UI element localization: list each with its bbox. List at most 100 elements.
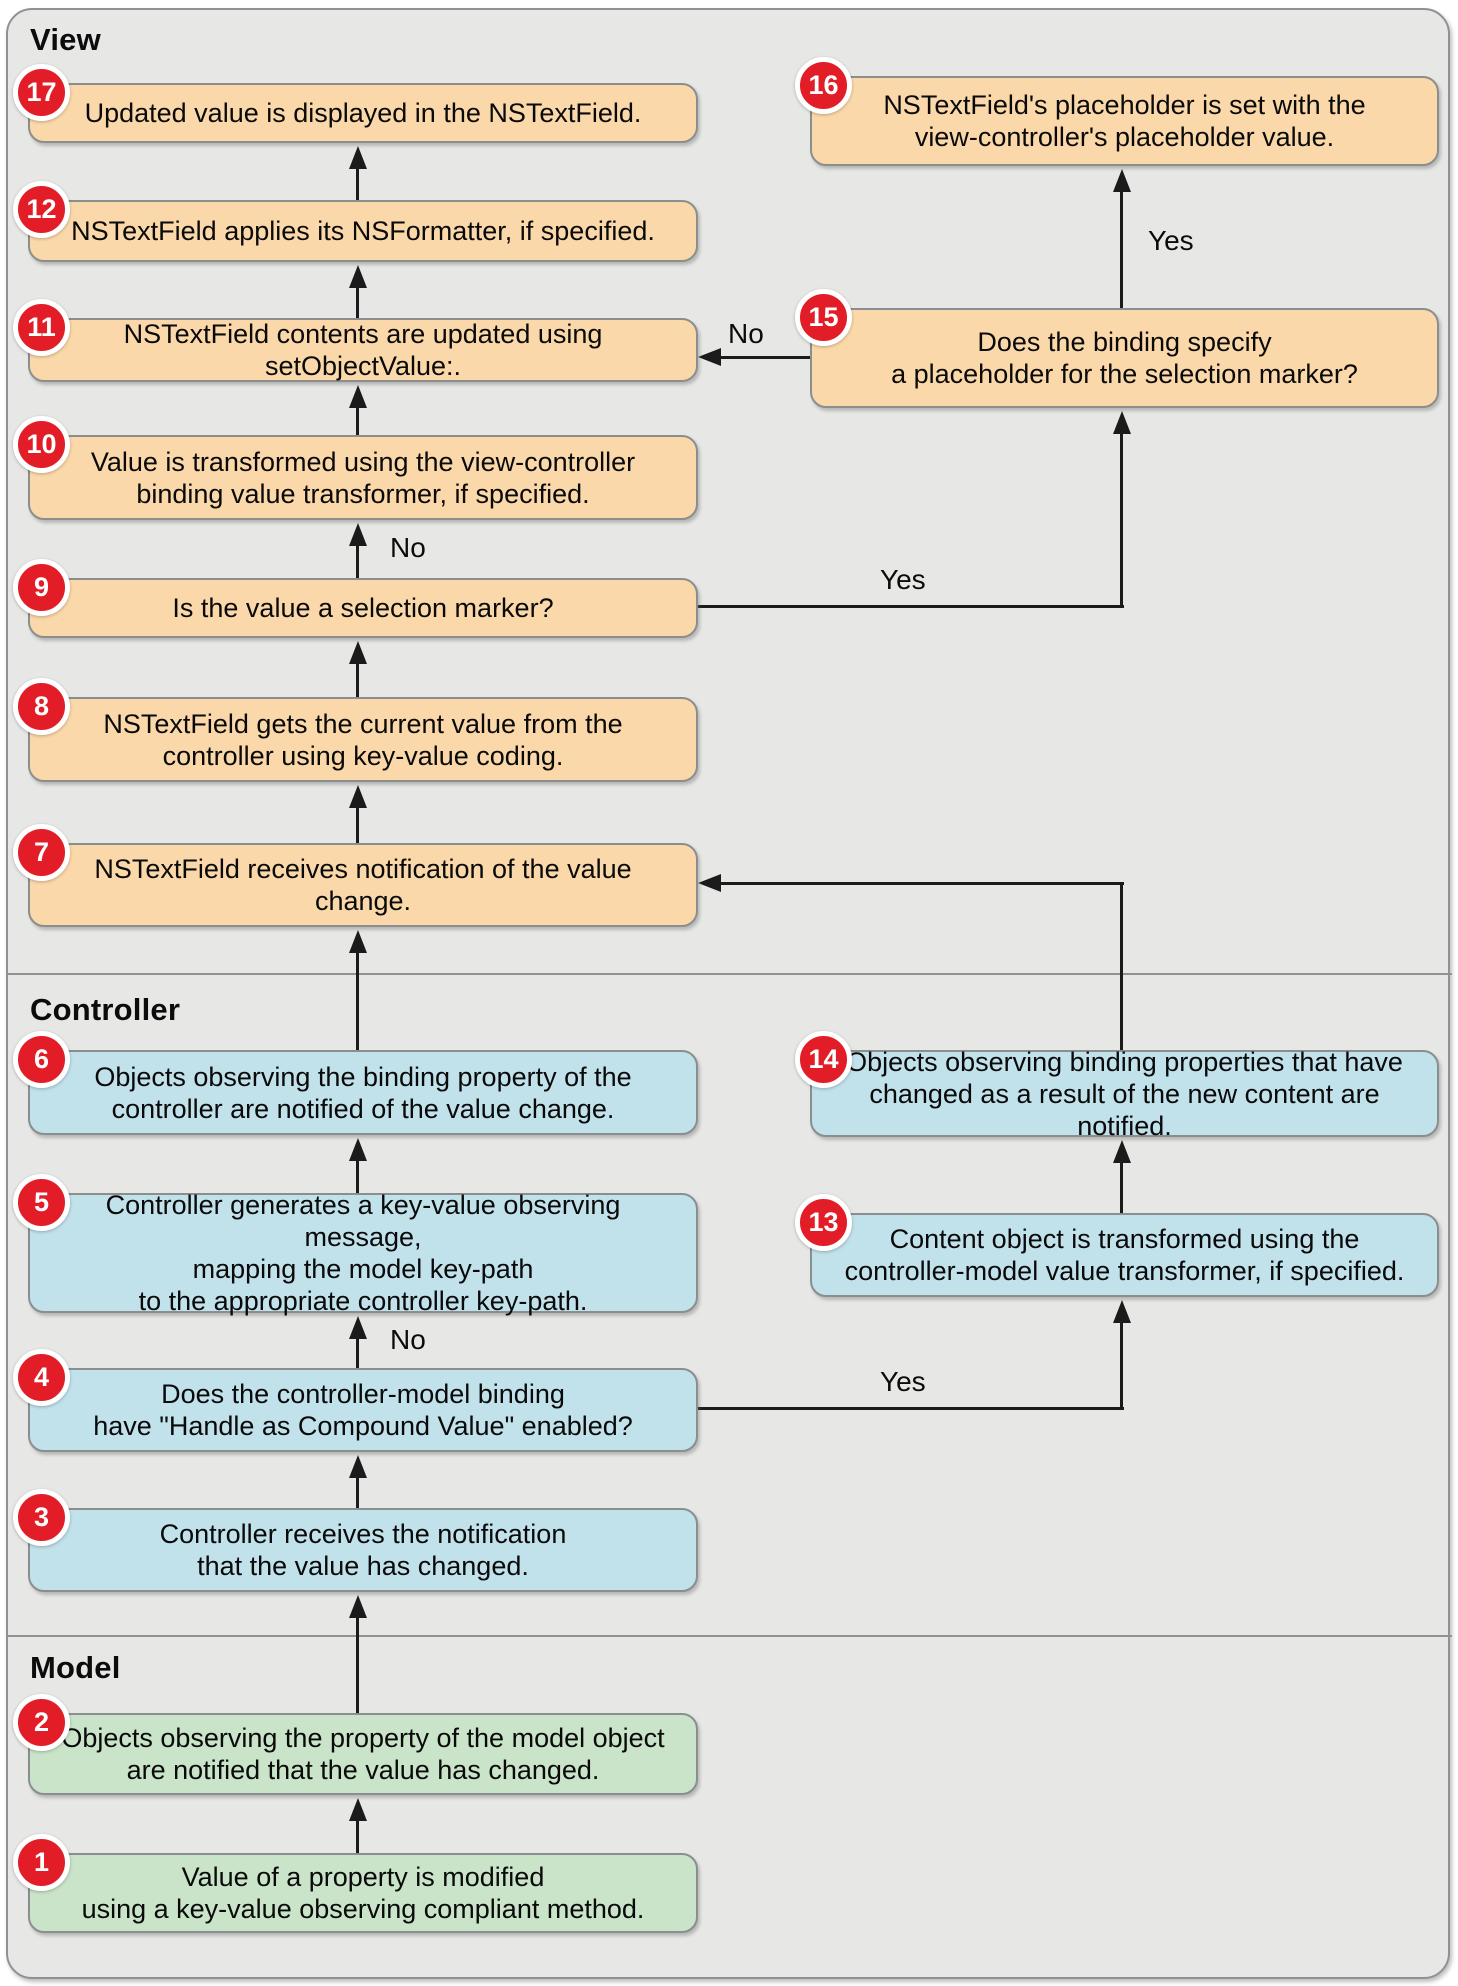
- arrow-up-icon-13-14: [1113, 1140, 1131, 1163]
- edge-label-yes-4-13: Yes: [880, 1366, 926, 1397]
- edge-label-no-4-5: No: [390, 1324, 426, 1355]
- flow-box-8-text: NSTextField gets the current value from …: [103, 708, 623, 771]
- step-badge-1: 1: [13, 1834, 70, 1891]
- flow-box-1: 1 Value of a property is modified using …: [13, 1834, 698, 1933]
- step-badge-3: 3: [13, 1489, 70, 1546]
- arrow-up-icon-4-5: [349, 1316, 367, 1339]
- flow-box-2: 2 Objects observing the property of the …: [13, 1694, 698, 1795]
- connector-14-7-vshaft: [1120, 882, 1123, 1050]
- connector-3-4-shaft: [356, 1473, 359, 1508]
- step-badge-5: 5: [13, 1174, 70, 1231]
- flow-box-9: 9 Is the value a selection marker?: [13, 559, 698, 638]
- connector-13-14-shaft: [1120, 1158, 1123, 1213]
- flow-box-15: 15 Does the binding specify a placeholde…: [795, 289, 1439, 408]
- step-badge-9: 9: [13, 559, 70, 616]
- flow-box-16-text: NSTextField's placeholder is set with th…: [883, 90, 1366, 152]
- flow-box-2-text: Objects observing the property of the mo…: [61, 1723, 665, 1785]
- connector-10-11-shaft: [356, 403, 359, 435]
- arrow-up-icon-9-15: [1113, 411, 1131, 434]
- connector-2-3-shaft: [356, 1613, 359, 1713]
- flow-box-11: 11 NSTextField contents are updated usin…: [13, 299, 698, 382]
- flow-box-6: 6 Objects observing the binding property…: [13, 1031, 698, 1135]
- flow-box-11-text: NSTextField contents are updated using s…: [123, 319, 603, 381]
- flow-box-15-text: Does the binding specify a placeholder f…: [891, 327, 1358, 389]
- flow-box-8: 8 NSTextField gets the current value fro…: [13, 678, 698, 782]
- connector-6-7-shaft: [356, 948, 359, 1050]
- arrow-up-icon-11-12: [349, 265, 367, 288]
- connector-5-6-shaft: [356, 1156, 359, 1193]
- arrow-up-icon-10-11: [349, 385, 367, 408]
- flow-box-3: 3 Controller receives the notification t…: [13, 1489, 698, 1592]
- controller-model-divider: [6, 1635, 1452, 1637]
- step-badge-2: 2: [13, 1694, 70, 1751]
- flow-box-7-text: NSTextField receives notification of the…: [94, 854, 632, 916]
- arrow-up-icon-1-2: [349, 1798, 367, 1821]
- step-badge-12: 12: [13, 181, 70, 238]
- flow-box-7: 7 NSTextField receives notification of t…: [13, 824, 698, 927]
- connector-4-13-vshaft: [1120, 1318, 1123, 1410]
- arrow-left-icon-14-7: [698, 874, 721, 892]
- edge-label-yes-9-15: Yes: [880, 564, 926, 595]
- step-badge-14: 14: [795, 1031, 852, 1088]
- flow-box-17-text: Updated value is displayed in the NSText…: [84, 98, 642, 128]
- connector-4-13-hshaft: [698, 1407, 1124, 1410]
- section-label-model: Model: [30, 1650, 121, 1685]
- connector-14-7-hshaft: [716, 882, 1124, 885]
- edge-label-yes-15-16: Yes: [1148, 225, 1194, 256]
- step-badge-6: 6: [13, 1031, 70, 1088]
- arrow-up-icon-5-6: [349, 1138, 367, 1161]
- edge-label-no-15-11: No: [728, 318, 764, 349]
- flow-box-16: 16 NSTextField's placeholder is set with…: [795, 57, 1439, 166]
- connector-9-15-vshaft: [1120, 429, 1123, 608]
- arrow-up-icon-7-8: [349, 785, 367, 808]
- section-label-view: View: [30, 22, 101, 57]
- connector-11-12-shaft: [356, 283, 359, 318]
- connector-1-2-shaft: [356, 1816, 359, 1853]
- view-controller-divider: [6, 973, 1452, 975]
- step-badge-15: 15: [795, 289, 852, 346]
- connector-8-9-shaft: [356, 659, 359, 697]
- arrow-up-icon-4-13: [1113, 1300, 1131, 1323]
- arrow-up-icon-3-4: [349, 1455, 367, 1478]
- flow-box-14: 14 Objects observing binding properties …: [795, 1031, 1439, 1141]
- arrow-up-icon-9-10: [349, 523, 367, 546]
- step-badge-4: 4: [13, 1349, 70, 1406]
- section-label-controller: Controller: [30, 992, 181, 1027]
- arrow-up-icon-2-3: [349, 1595, 367, 1618]
- flow-box-10: 10 Value is transformed using the view-c…: [13, 416, 698, 520]
- connector-12-17-shaft: [356, 164, 359, 200]
- flow-box-3-text: Controller receives the notification tha…: [159, 1519, 567, 1581]
- connector-9-10-shaft: [356, 541, 359, 578]
- step-badge-10: 10: [13, 416, 70, 473]
- connector-15-16-shaft: [1120, 187, 1123, 308]
- flow-box-5-text: Controller generates a key-value observi…: [105, 1190, 621, 1316]
- arrow-up-icon-15-16: [1113, 169, 1131, 192]
- diagram-container: [6, 8, 1450, 1979]
- step-badge-16: 16: [795, 57, 852, 114]
- connector-4-5-shaft: [356, 1334, 359, 1368]
- edge-label-no-9-10: No: [390, 532, 426, 563]
- flow-box-9-text: Is the value a selection marker?: [172, 593, 554, 623]
- flow-box-17: 17 Updated value is displayed in the NST…: [13, 64, 698, 143]
- arrow-up-icon-12-17: [349, 146, 367, 169]
- arrow-up-icon-6-7: [349, 930, 367, 953]
- step-badge-17: 17: [13, 64, 70, 121]
- connector-15-11-shaft: [716, 356, 810, 359]
- connector-7-8-shaft: [356, 803, 359, 843]
- connector-9-15-hshaft: [698, 605, 1124, 608]
- step-badge-11: 11: [13, 299, 70, 356]
- step-badge-7: 7: [13, 824, 70, 881]
- flow-box-13-text: Content object is transformed using the …: [844, 1224, 1405, 1286]
- step-badge-13: 13: [795, 1194, 852, 1251]
- flow-box-14-text: Objects observing binding properties tha…: [846, 1046, 1403, 1141]
- flow-box-1-text: Value of a property is modified using a …: [81, 1862, 645, 1924]
- arrow-up-icon-8-9: [349, 641, 367, 664]
- flow-box-6-text: Objects observing the binding property o…: [94, 1061, 632, 1124]
- flow-box-10-text: Value is transformed using the view-cont…: [90, 446, 636, 509]
- flow-box-12: 12 NSTextField applies its NSFormatter, …: [13, 181, 698, 262]
- flow-box-12-text: NSTextField applies its NSFormatter, if …: [71, 216, 655, 246]
- flow-box-4-text: Does the controller-model binding have "…: [93, 1379, 633, 1441]
- step-badge-8: 8: [13, 678, 70, 735]
- flow-box-4: 4 Does the controller-model binding have…: [13, 1349, 698, 1452]
